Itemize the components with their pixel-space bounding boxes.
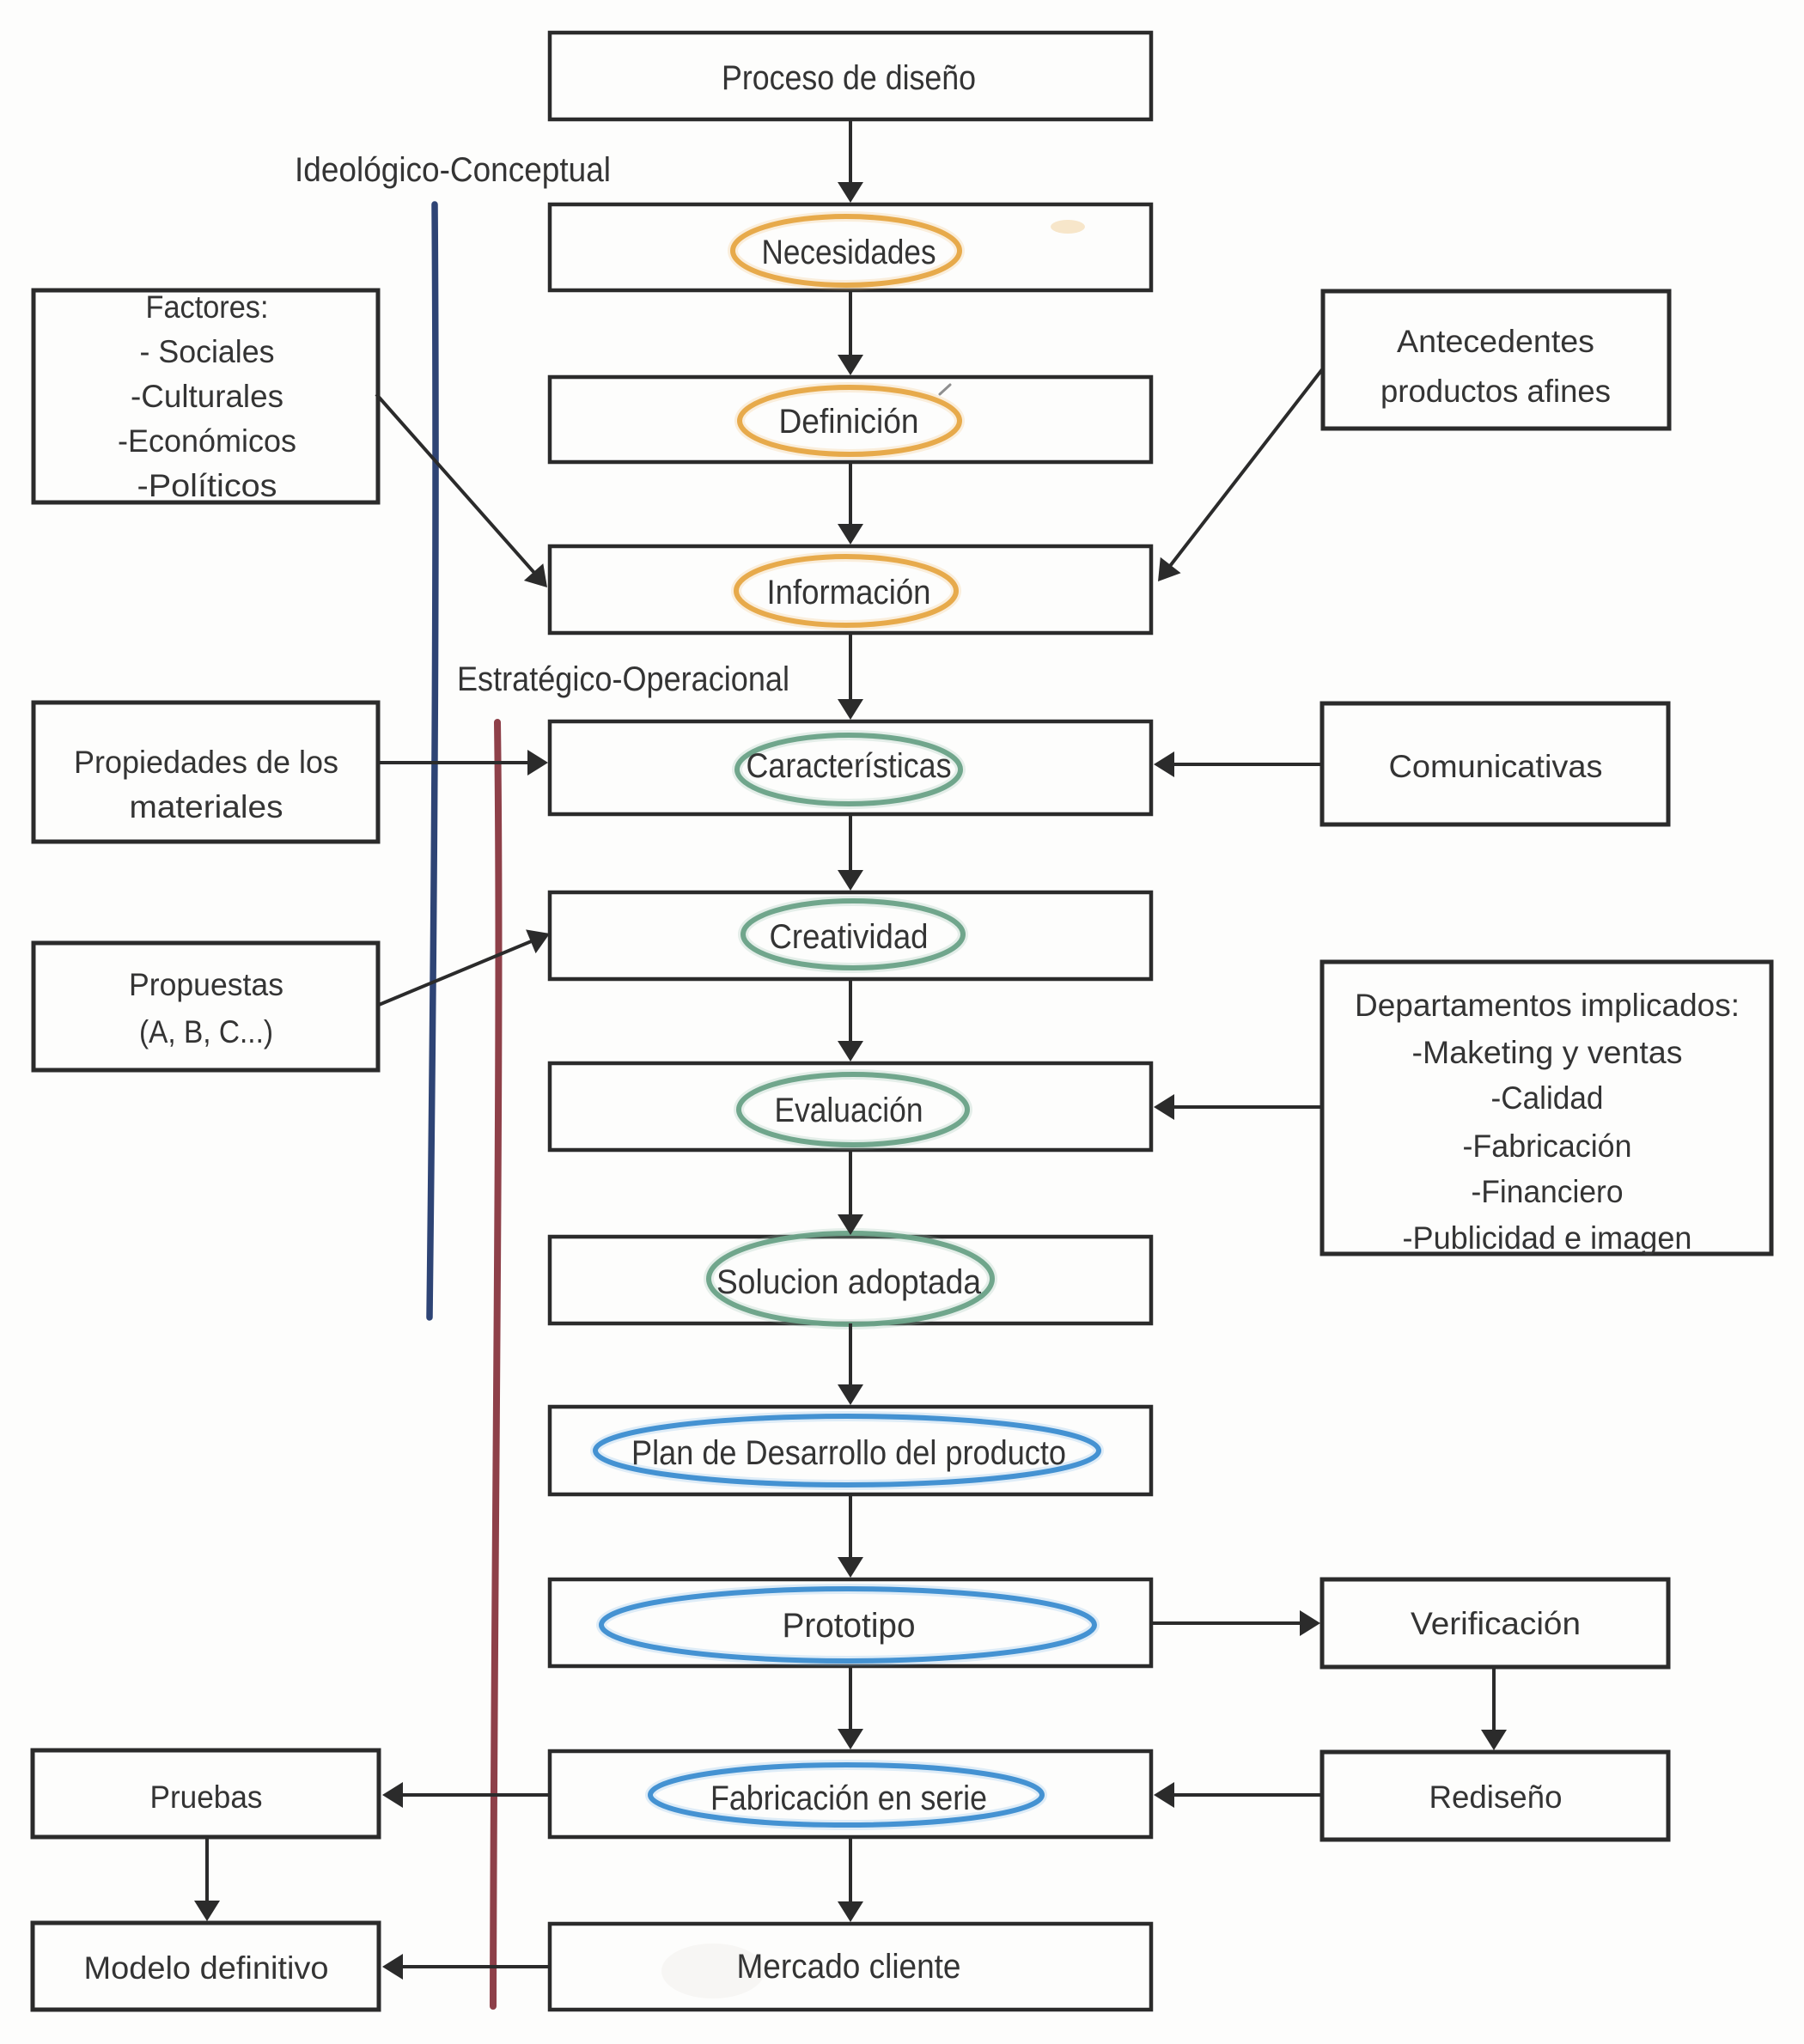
svg-text:Propiedades de los: Propiedades de los bbox=[74, 745, 338, 780]
svg-text:Propuestas: Propuestas bbox=[129, 967, 283, 1002]
svg-text:Estratégico-Operacional: Estratégico-Operacional bbox=[457, 660, 789, 698]
svg-text:Plan de Desarrollo del product: Plan de Desarrollo del producto bbox=[631, 1434, 1066, 1472]
svg-text:-Publicidad e imagen: -Publicidad e imagen bbox=[1403, 1220, 1692, 1256]
svg-text:-Calidad: -Calidad bbox=[1491, 1080, 1604, 1116]
svg-text:-Políticos: -Políticos bbox=[137, 468, 277, 503]
svg-text:Información: Información bbox=[767, 574, 931, 611]
svg-text:-Fabricación: -Fabricación bbox=[1463, 1128, 1632, 1164]
svg-text:productos afines: productos afines bbox=[1380, 374, 1611, 409]
svg-text:(A, B, C...): (A, B, C...) bbox=[139, 1014, 273, 1049]
svg-text:materiales: materiales bbox=[130, 789, 283, 824]
svg-text:Modelo definitivo: Modelo definitivo bbox=[84, 1950, 329, 1986]
svg-text:Pruebas: Pruebas bbox=[150, 1779, 263, 1815]
svg-text:Creatividad: Creatividad bbox=[770, 918, 929, 956]
svg-text:- Sociales: - Sociales bbox=[140, 334, 275, 369]
svg-text:-Culturales: -Culturales bbox=[131, 379, 283, 414]
svg-text:Departamentos implicados:: Departamentos implicados: bbox=[1355, 988, 1740, 1023]
svg-text:Necesidades: Necesidades bbox=[762, 234, 936, 271]
svg-text:-Financiero: -Financiero bbox=[1472, 1174, 1624, 1209]
svg-text:Fabricación en serie: Fabricación en serie bbox=[710, 1779, 987, 1817]
svg-text:-Maketing y ventas: -Maketing y ventas bbox=[1412, 1035, 1683, 1070]
svg-text:Ideológico-Conceptual: Ideológico-Conceptual bbox=[295, 151, 611, 189]
svg-text:Características: Características bbox=[747, 747, 952, 785]
svg-text:Antecedentes: Antecedentes bbox=[1397, 324, 1594, 359]
svg-text:Comunicativas: Comunicativas bbox=[1389, 749, 1603, 784]
svg-text:-Económicos: -Económicos bbox=[118, 423, 296, 459]
svg-text:Rediseño: Rediseño bbox=[1429, 1779, 1563, 1815]
svg-text:Verificación: Verificación bbox=[1411, 1606, 1581, 1641]
svg-text:Evaluación: Evaluación bbox=[775, 1092, 923, 1129]
svg-text:Mercado cliente: Mercado cliente bbox=[737, 1948, 961, 1986]
svg-text:Prototipo: Prototipo bbox=[783, 1607, 916, 1645]
svg-text:Solucion adoptada: Solucion adoptada bbox=[716, 1263, 982, 1301]
svg-text:Proceso de diseño: Proceso de diseño bbox=[722, 59, 976, 97]
svg-text:Factores:: Factores: bbox=[146, 289, 269, 325]
svg-text:Definición: Definición bbox=[779, 403, 919, 441]
